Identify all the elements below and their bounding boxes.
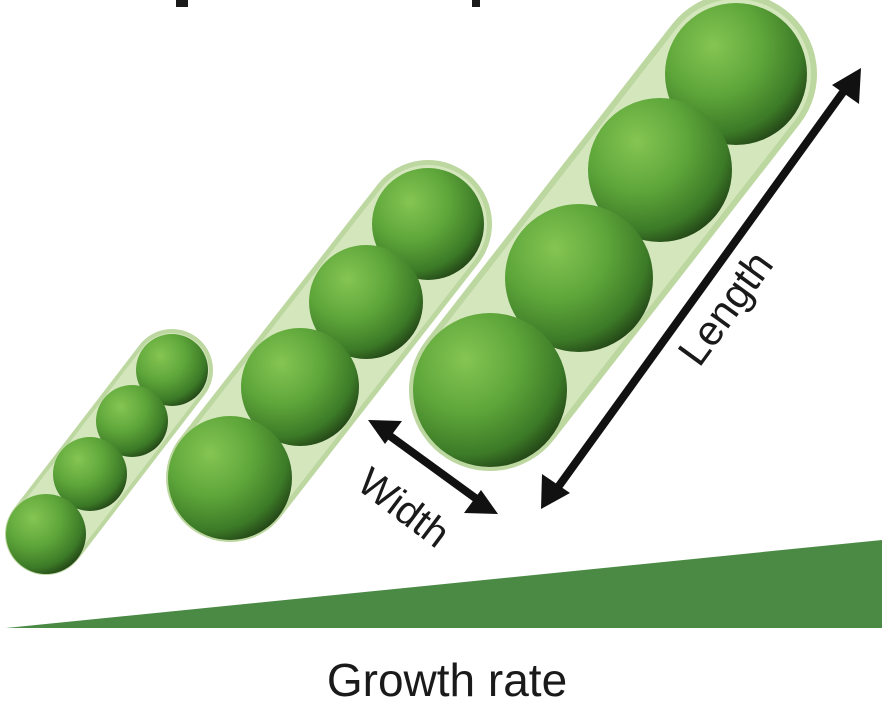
sphere	[413, 313, 567, 467]
sphere	[309, 245, 423, 359]
cell-small	[5, 329, 213, 575]
sphere	[6, 494, 86, 574]
cells-group	[5, 0, 817, 575]
cell-large	[409, 0, 817, 471]
length-arrow	[541, 68, 861, 509]
sphere	[241, 328, 359, 446]
sphere	[588, 98, 732, 242]
sphere	[53, 437, 127, 511]
sphere	[136, 334, 208, 406]
sphere	[96, 385, 168, 457]
sphere	[665, 3, 807, 145]
cell-medium	[166, 160, 492, 542]
sphere	[372, 168, 484, 280]
growth-rate-label: Growth rate	[327, 654, 567, 706]
sphere	[505, 204, 653, 352]
cropped-top-text	[176, 0, 480, 7]
width-arrow	[368, 420, 498, 514]
sphere	[168, 416, 292, 540]
growth-rate-wedge	[6, 540, 882, 628]
